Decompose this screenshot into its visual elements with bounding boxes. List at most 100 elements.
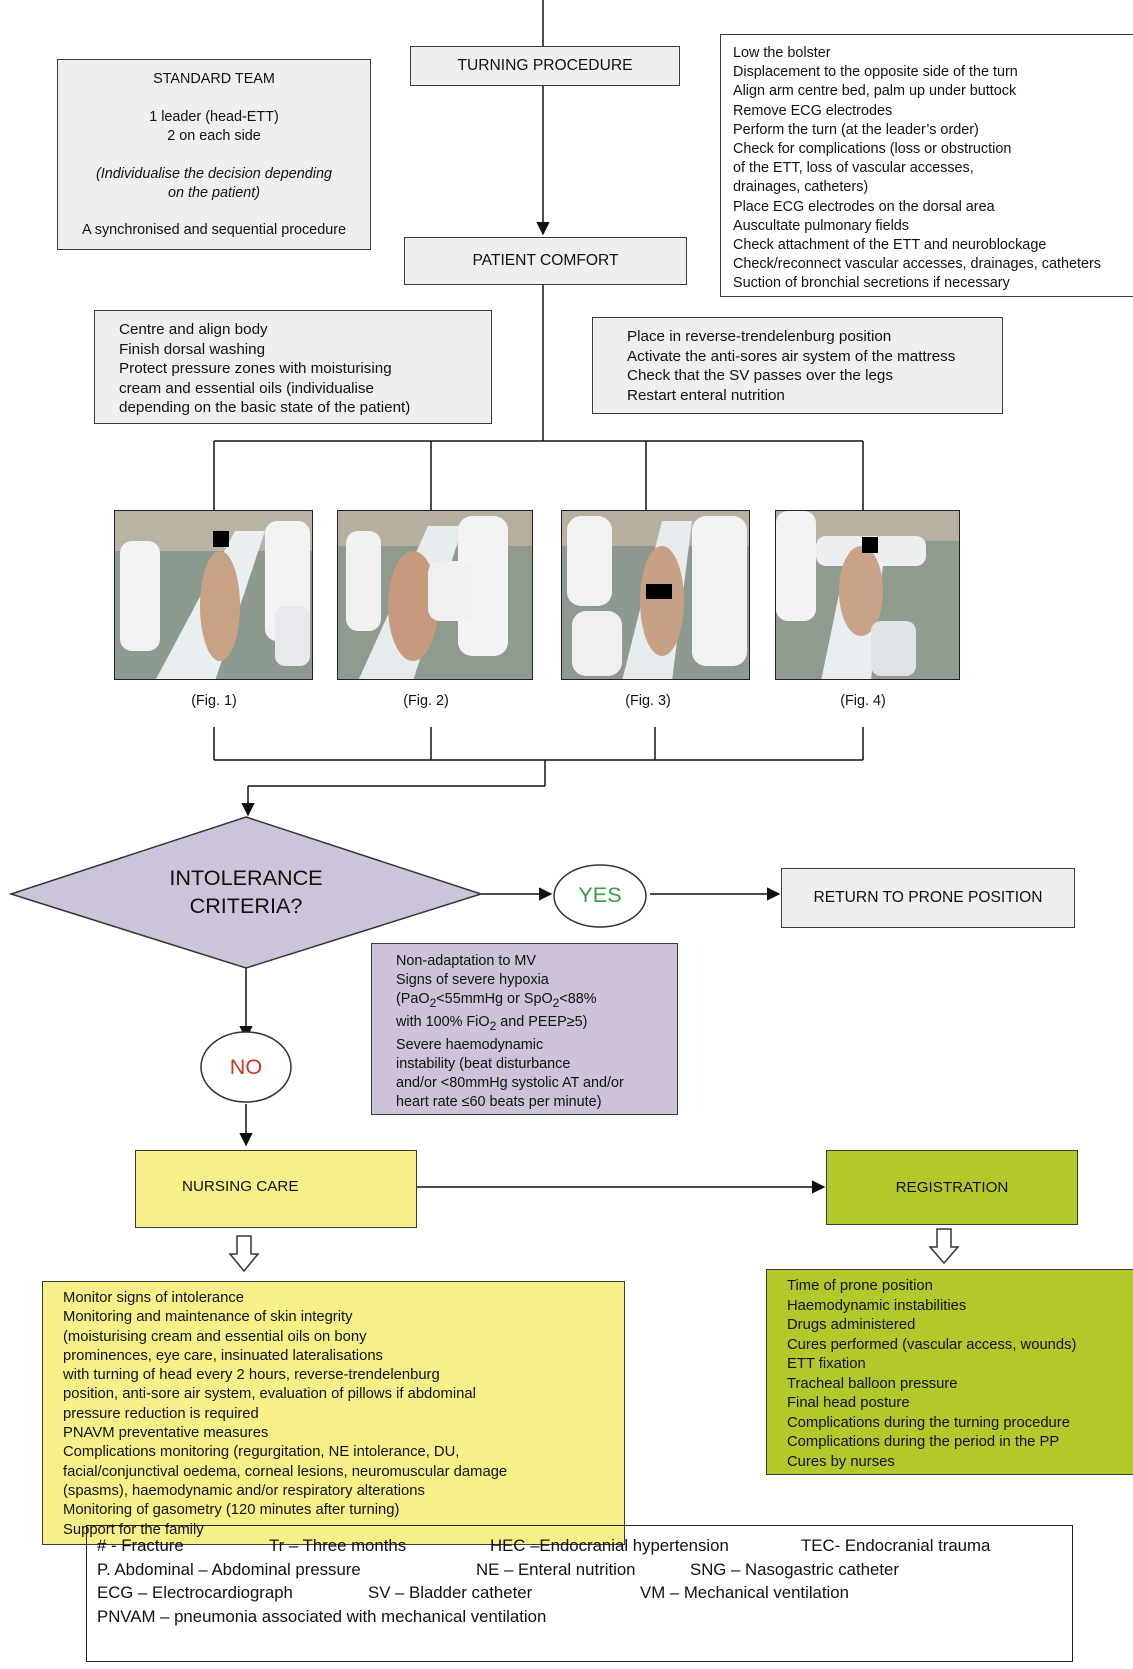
standard-team-sides: 2 on each side (167, 128, 261, 144)
comfort-right-item: Activate the anti-sores air system of th… (627, 347, 956, 365)
turning-step: Remove ECG electrodes (733, 102, 893, 119)
legend-entry: HEC –Endocranial hypertension (490, 1536, 729, 1555)
comfort-left-item: Finish dorsal washing (119, 340, 266, 358)
registration-item: Final head posture (787, 1395, 910, 1411)
criteria-line: (PaO2<55mmHg or SpO2<88% (396, 990, 677, 1013)
legend-entry: TEC- Endocranial trauma (801, 1536, 991, 1555)
comfort-right-item: Check that the SV passes over the legs (627, 367, 893, 384)
return-prone-box: RETURN TO PRONE POSITION (781, 868, 1075, 928)
nursing-care-label: NURSING CARE (182, 1178, 299, 1195)
nursing-down-arrow-icon (228, 1235, 260, 1273)
standard-team-note-1: (Individualise the decision depending (95, 166, 332, 182)
criteria-line: Severe haemodynamic (396, 1036, 544, 1053)
criteria-line: heart rate ≤60 beats per minute) (396, 1093, 602, 1110)
legend-row: P. Abdominal – Abdominal pressure NE – E… (97, 1558, 1072, 1582)
criteria-line: Non-adaptation to MV (396, 953, 536, 969)
photo-fig-1 (114, 510, 313, 680)
criteria-line: with 100% FiO2 and PEEP≥5) (396, 1013, 677, 1036)
comfort-left-item: depending on the basic state of the pati… (119, 399, 411, 416)
nursing-care-box: NURSING CARE (135, 1150, 417, 1228)
criteria-text: with 100% FiO (396, 1013, 490, 1030)
legend-row: # - Fracture Tr – Three months HEC –Endo… (97, 1534, 1072, 1558)
patient-comfort-box: PATIENT COMFORT (404, 237, 687, 285)
turning-step: Check attachment of the ETT and neuroblo… (733, 237, 1047, 254)
turning-step: Low the bolster (733, 45, 831, 61)
standard-team-leader: 1 leader (head-ETT) (149, 109, 279, 125)
registration-item: ETT fixation (787, 1356, 866, 1372)
nursing-item: facial/conjunctival oedema, corneal lesi… (63, 1463, 508, 1480)
criteria-sub: 2 (429, 995, 437, 1010)
abbreviations-legend: # - Fracture Tr – Three months HEC –Endo… (86, 1525, 1073, 1662)
registration-items-box: Time of prone position Haemodynamic inst… (766, 1269, 1133, 1475)
nursing-item: PNAVM preventative measures (63, 1425, 269, 1442)
registration-item: Drugs administered (787, 1317, 916, 1333)
turning-step: Place ECG electrodes on the dorsal area (733, 198, 995, 215)
comfort-right-box: Place in reverse-trendelenburg position … (592, 317, 1003, 414)
legend-entry: SNG – Nasogastric catheter (690, 1559, 899, 1579)
legend-row: ECG – Electrocardiograph SV – Bladder ca… (97, 1581, 1072, 1605)
turning-step: Displacement to the opposite side of the… (733, 64, 1018, 81)
legend-entry: NE – Enteral nutrition (476, 1559, 636, 1579)
comfort-right-item: Place in reverse-trendelenburg position (627, 328, 892, 345)
criteria-text: (PaO (396, 991, 430, 1007)
turning-step: drainages, catheters) (733, 179, 869, 196)
intolerance-diamond (8, 816, 484, 969)
turning-step: of the ETT, loss of vascular accesses, (733, 160, 974, 177)
nursing-item: Monitoring of gasometry (120 minutes aft… (63, 1502, 400, 1519)
standard-team-box: STANDARD TEAM 1 leader (head-ETT) 2 on e… (57, 59, 371, 250)
turning-step: Check for complications (loss or obstruc… (733, 141, 1012, 158)
comfort-right-item: Restart enteral nutrition (627, 386, 785, 404)
yes-label: YES (578, 882, 622, 907)
fig-caption-1: (Fig. 1) (191, 693, 237, 709)
comfort-left-box: Centre and align body Finish dorsal wash… (94, 310, 492, 424)
registration-item: Complications during the turning procedu… (787, 1414, 1070, 1431)
intolerance-line-2: CRITERIA? (189, 893, 303, 918)
nursing-items-box: Monitor signs of intolerance Monitoring … (42, 1281, 625, 1545)
nursing-item: Monitoring and maintenance of skin integ… (63, 1309, 353, 1326)
criteria-sub: 2 (489, 1018, 497, 1033)
turning-step: Suction of bronchial secretions if neces… (733, 275, 1010, 292)
criteria-line: and/or <80mmHg systolic AT and/or (396, 1074, 624, 1091)
nursing-item: Complications monitoring (regurgitation,… (63, 1444, 460, 1461)
standard-team-title: STANDARD TEAM (153, 71, 275, 87)
nursing-item: prominences, eye care, insinuated latera… (63, 1347, 383, 1364)
turning-step: Check/reconnect vascular accesses, drain… (733, 256, 1101, 273)
criteria-text: and PEEP≥5) (496, 1013, 588, 1030)
return-prone-label: RETURN TO PRONE POSITION (813, 889, 1043, 906)
legend-entry: ECG – Electrocardiograph (97, 1583, 293, 1602)
comfort-left-item: Centre and align body (119, 321, 268, 338)
photo-fig-4 (775, 510, 960, 680)
registration-box: REGISTRATION (826, 1150, 1078, 1225)
turning-procedure-box: TURNING PROCEDURE (410, 46, 680, 86)
registration-item: Haemodynamic instabilities (787, 1297, 967, 1314)
criteria-box: Non-adaptation to MV Signs of severe hyp… (371, 943, 678, 1115)
legend-entry: # - Fracture (97, 1536, 184, 1555)
comfort-left-item: cream and essential oils (individualise (119, 379, 374, 397)
registration-item: Tracheal balloon pressure (787, 1375, 958, 1392)
fig-caption-2: (Fig. 2) (403, 693, 449, 709)
photo-fig-3 (561, 510, 750, 680)
intolerance-line-1: INTOLERANCE (169, 865, 323, 890)
registration-item: Complications during the period in the P… (787, 1434, 1060, 1450)
legend-entry: PNVAM – pneumonia associated with mechan… (97, 1606, 547, 1626)
comfort-left-item: Protect pressure zones with moisturising (119, 360, 392, 377)
nursing-item: position, anti-sore air system, evaluati… (63, 1386, 476, 1403)
legend-entry: P. Abdominal – Abdominal pressure (97, 1559, 361, 1579)
turning-step: Perform the turn (at the leader’s order) (733, 121, 979, 138)
standard-team-note-2: on the patient) (167, 185, 260, 201)
criteria-text: <55mmHg or SpO (436, 991, 553, 1007)
turning-steps-box: Low the bolster Displacement to the oppo… (720, 34, 1133, 297)
registration-label: REGISTRATION (895, 1179, 1009, 1196)
legend-entry: Tr – Three months (269, 1536, 407, 1555)
registration-item: Time of prone position (787, 1278, 933, 1294)
turning-step: Auscultate pulmonary fields (733, 217, 909, 234)
nursing-item: Monitor signs of intolerance (63, 1290, 244, 1306)
criteria-sub: 2 (552, 995, 560, 1010)
no-ellipse (200, 1031, 292, 1103)
intolerance-question: INTOLERANCE CRITERIA? (96, 864, 396, 920)
registration-item: Cures by nurses (787, 1453, 895, 1470)
fig-caption-3: (Fig. 3) (625, 693, 671, 709)
fig-caption-4: (Fig. 4) (840, 693, 886, 709)
yes-ellipse (553, 864, 647, 928)
